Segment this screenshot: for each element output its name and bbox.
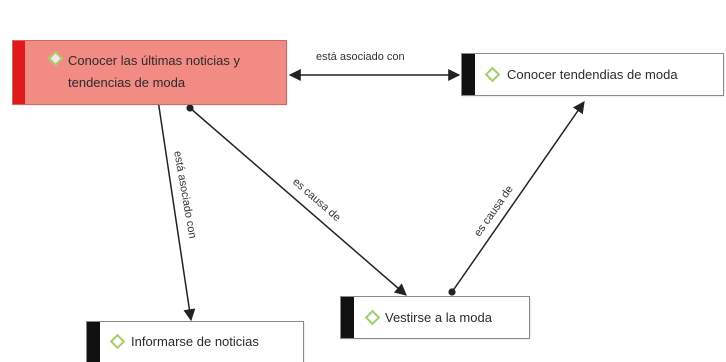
edge-main-vestirse[interactable]	[186, 104, 407, 296]
node-vestirse-a-la-moda[interactable]: Vestirse a la moda	[340, 296, 530, 339]
node-marker-bar	[87, 322, 100, 362]
edge-label-main-tendencias: está asociado con	[316, 51, 405, 63]
node-label: Informarse de noticias	[131, 334, 259, 349]
edge-main-informarse[interactable]	[150, 78, 196, 322]
diamond-icon	[364, 309, 381, 326]
diamond-icon	[484, 66, 501, 83]
edge-vestirse-tendencias[interactable]	[448, 101, 585, 296]
diamond-icon	[47, 50, 64, 67]
diamond-icon	[109, 333, 126, 350]
node-label-line2: tendencias de moda	[68, 75, 186, 90]
node-conocer-tendencias[interactable]: Conocer tendendias de moda	[461, 53, 724, 96]
node-label: Vestirse a la moda	[385, 310, 492, 325]
node-label-line1: Conocer las últimas noticias y	[68, 53, 240, 68]
node-marker-bar	[13, 41, 25, 104]
node-label: Conocer tendendias de moda	[507, 67, 678, 82]
node-marker-bar	[341, 297, 354, 338]
node-conocer-ultimas-noticias[interactable]: Conocer las últimas noticias y tendencia…	[12, 40, 287, 105]
node-informarse-de-noticias[interactable]: Informarse de noticias	[86, 321, 304, 362]
node-marker-bar	[462, 54, 475, 95]
